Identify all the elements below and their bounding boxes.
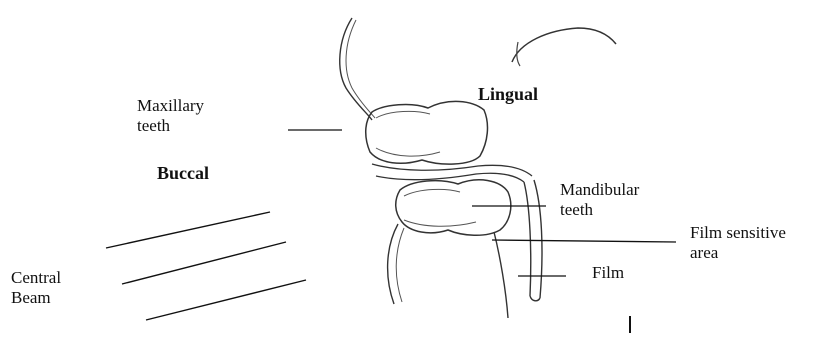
palate-outline [512,28,616,62]
palate-outline-2 [517,42,520,66]
mandibular-tooth-outline [396,180,511,235]
central-beam-arrow-3 [146,280,306,320]
maxilla-outline [340,18,372,120]
central-beam-arrow-1 [106,212,270,248]
mandibular-tooth-detail [404,189,476,226]
mandible-root-outline-2 [396,228,404,302]
lingual-label: Lingual [478,84,538,105]
occlusal-line-2 [376,173,524,182]
central-beam-arrow-2 [122,242,286,284]
maxilla-outline-inner [346,20,375,118]
film-sensitive-area-label: Film sensitive area [690,223,786,262]
mandible-root-outline [388,224,508,318]
film-label: Film [592,263,624,283]
film-sensitive-arrow [492,240,676,242]
central-beam-label: Central Beam [11,268,61,307]
buccal-label: Buccal [157,163,209,184]
maxillary-tooth-detail [376,111,440,156]
occlusal-line [372,164,532,176]
maxillary-teeth-label: Maxillary teeth [137,96,204,135]
mandibular-teeth-label: Mandibular teeth [560,180,639,219]
